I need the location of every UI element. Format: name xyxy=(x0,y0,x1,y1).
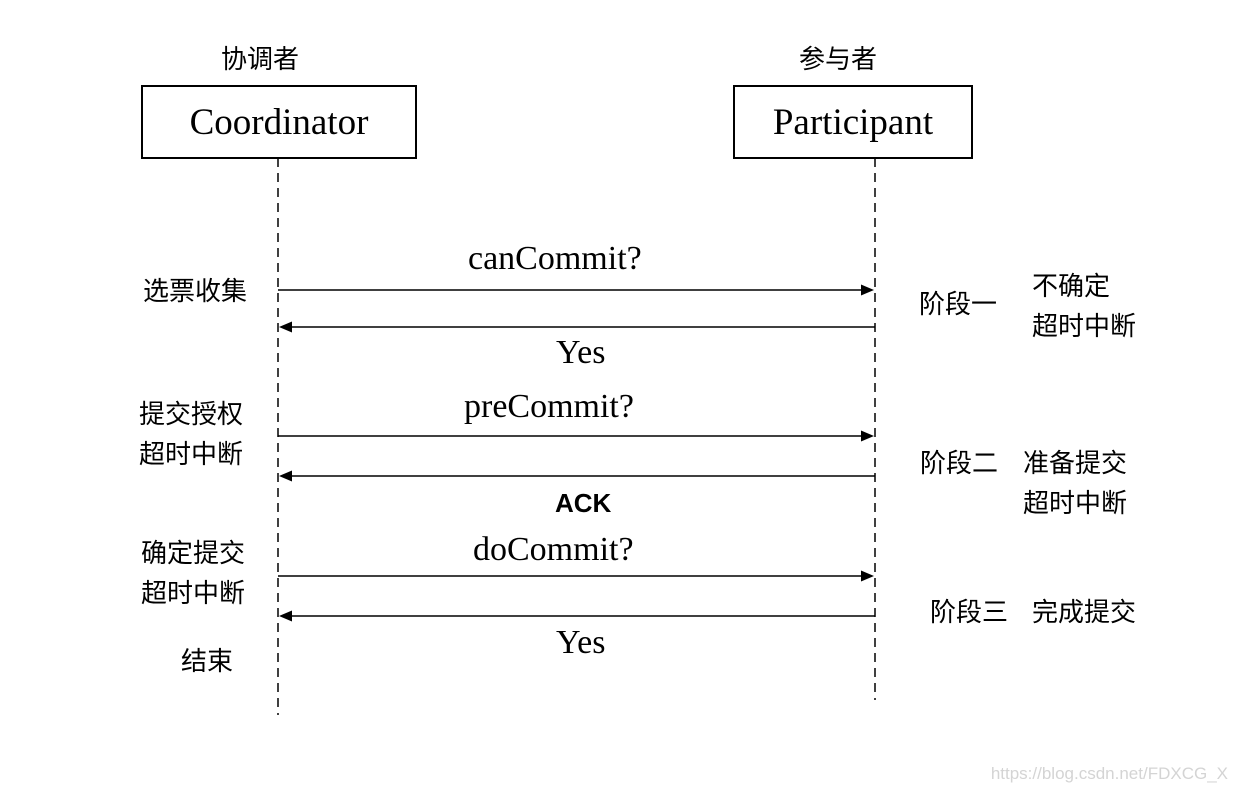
phase-one-note: 不确定 xyxy=(1032,272,1111,302)
coordinator-box: Coordinator xyxy=(141,85,417,159)
watermark: https://blog.csdn.net/FDXCG_X xyxy=(990,764,1228,783)
note-commit-authorization: 提交授权 xyxy=(139,400,244,430)
message-label-yes-1: Yes xyxy=(556,334,606,371)
phase-three-label: 阶段三 xyxy=(930,598,1009,628)
note-timeout-abort: 超时中断 xyxy=(141,579,246,609)
participant-cn-label: 参与者 xyxy=(799,45,878,75)
phase-two-note: 准备提交 xyxy=(1023,449,1128,479)
message-arrow-yes-2 xyxy=(279,610,875,622)
message-arrow-docommit xyxy=(278,570,874,582)
message-label-precommit: preCommit? xyxy=(464,388,634,425)
phase-three-note: 完成提交 xyxy=(1032,598,1137,628)
note-end: 结束 xyxy=(181,647,234,677)
message-arrow-precommit xyxy=(278,430,874,442)
message-label-cancommit: canCommit? xyxy=(468,240,642,277)
note-vote-collection: 选票收集 xyxy=(143,277,248,307)
message-arrow-cancommit xyxy=(278,284,874,296)
note-confirm-commit: 确定提交 xyxy=(141,539,246,569)
message-label-docommit: doCommit? xyxy=(473,531,634,568)
coordinator-cn-label: 协调者 xyxy=(221,45,300,75)
phase-two-label: 阶段二 xyxy=(920,449,999,479)
note-timeout-abort: 超时中断 xyxy=(139,440,244,470)
message-arrow-ack xyxy=(279,470,875,482)
participant-box: Participant xyxy=(733,85,973,159)
message-arrow-yes-1 xyxy=(279,321,875,333)
phase-one-note-timeout: 超时中断 xyxy=(1032,312,1137,342)
message-label-yes-2: Yes xyxy=(556,624,606,661)
phase-one-label: 阶段一 xyxy=(919,290,998,320)
phase-two-note-timeout: 超时中断 xyxy=(1023,489,1128,519)
message-label-ack: ACK xyxy=(555,488,612,518)
